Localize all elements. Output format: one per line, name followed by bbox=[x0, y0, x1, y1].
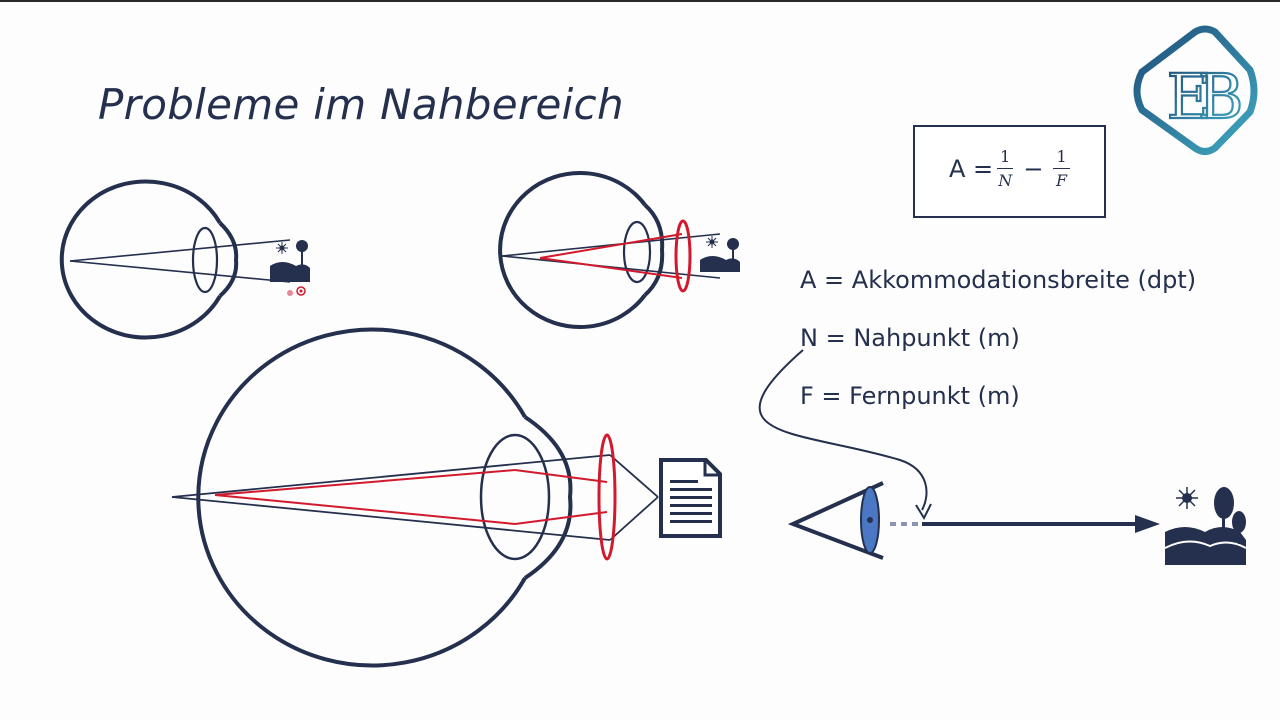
top-border bbox=[0, 0, 1280, 2]
definition-f: F = Fernpunkt (m) bbox=[800, 382, 1020, 410]
landscape-icon bbox=[700, 236, 740, 272]
eye-diagram-far-icon bbox=[59, 179, 310, 340]
fraction-1-numerator: 1 bbox=[997, 147, 1014, 169]
fraction-2-denominator: F bbox=[1055, 171, 1068, 190]
observer-eye-icon bbox=[787, 481, 884, 560]
sun-icon bbox=[706, 236, 718, 248]
n-pointer-curve bbox=[758, 349, 928, 511]
fraction-1-over-n: 1 N bbox=[997, 147, 1014, 190]
landscape-icon bbox=[270, 240, 310, 282]
definition-n: N = Nahpunkt (m) bbox=[800, 324, 1020, 352]
logo-letters: EB bbox=[1167, 60, 1240, 133]
formula-lhs: A = bbox=[949, 154, 994, 183]
cursor-highlight-icon bbox=[287, 286, 306, 296]
eye-diagram-corrected-icon bbox=[498, 171, 740, 329]
formula-box: A = 1 N − 1 F bbox=[913, 125, 1106, 218]
definition-a: A = Akkommodationsbreite (dpt) bbox=[800, 266, 1197, 294]
definitions-list: A = Akkommodationsbreite (dpt) N = Nahpu… bbox=[800, 262, 1196, 436]
fraction-1-over-f: 1 F bbox=[1053, 147, 1070, 190]
sun-icon bbox=[1176, 487, 1198, 509]
far-point-arrow bbox=[922, 515, 1160, 533]
eye-diagram-near-icon bbox=[171, 327, 722, 668]
slide-title: Probleme im Nahbereich bbox=[98, 80, 624, 129]
lens-icon bbox=[674, 219, 692, 293]
fraction-1-denominator: N bbox=[998, 171, 1013, 190]
landscape-icon bbox=[1164, 487, 1247, 565]
sun-icon bbox=[276, 242, 288, 254]
eb-logo: EB bbox=[1133, 25, 1258, 155]
lens-icon bbox=[597, 433, 617, 561]
accommodation-formula: A = 1 N − 1 F bbox=[949, 147, 1074, 190]
formula-minus: − bbox=[1023, 154, 1044, 183]
tree-icon bbox=[1214, 487, 1246, 544]
document-icon bbox=[659, 458, 722, 538]
fraction-2-numerator: 1 bbox=[1053, 147, 1070, 169]
